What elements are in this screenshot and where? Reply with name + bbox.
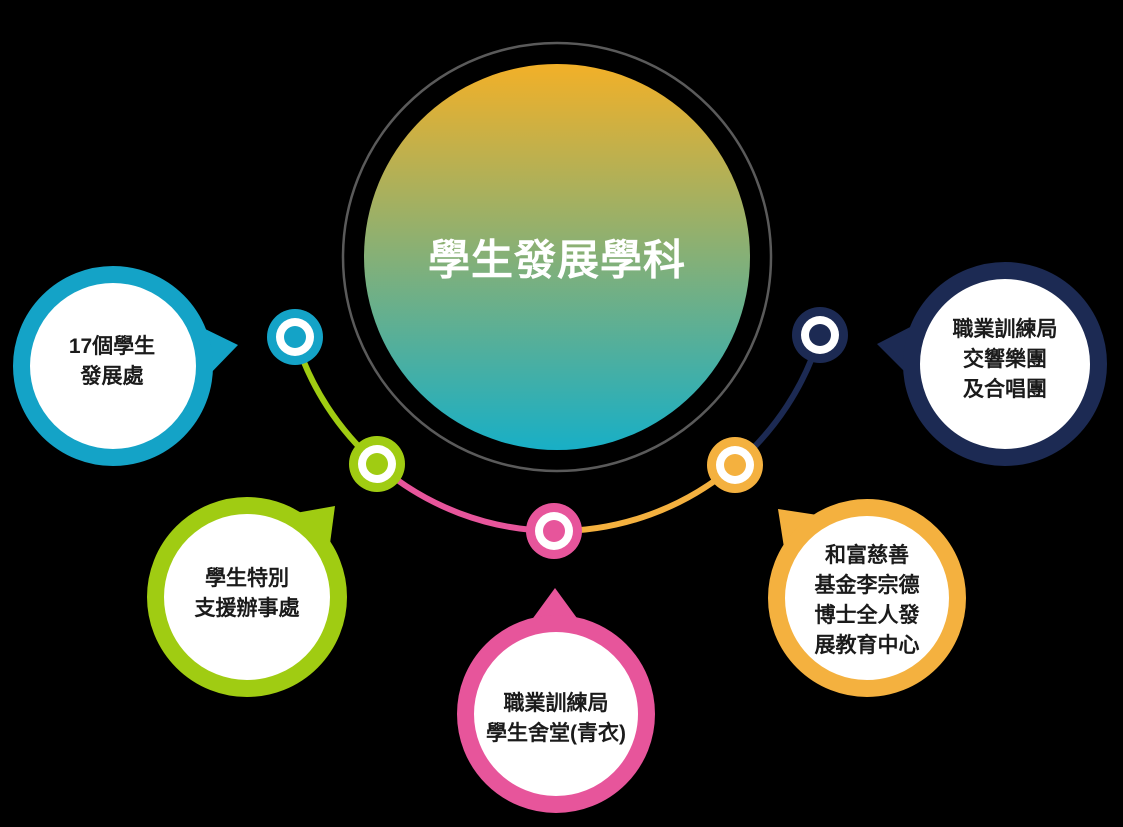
bubble-pointer-pink: [528, 588, 582, 625]
bubble-label-vtc-student-hostel-tsing-yi: 職業訓練局 學生舍堂(青衣): [486, 689, 626, 749]
bubble-label-student-development-offices: 17個學生 發展處: [69, 332, 155, 392]
bubble-label-line: 發展處: [80, 365, 144, 388]
arc-segment-green-to-pink: [375, 461, 555, 534]
arc-segment-pink-to-orange: [553, 462, 737, 535]
central-outline-ring: [341, 41, 773, 473]
bubble-label-wofoo-whole-person-development-centre: 和富慈善 基金李宗德 博士全人發 展教育中心: [815, 541, 920, 661]
node-center-dot: [724, 454, 746, 476]
central-circle: [364, 64, 750, 450]
connector-node-pink: [526, 503, 582, 559]
bubble-label-line: 支援辦事處: [194, 597, 300, 620]
bubble-label-line: 17個學生: [68, 335, 156, 358]
bubble-label-line: 職業訓練局: [952, 318, 1058, 341]
node-center-dot: [809, 324, 831, 346]
node-center-dot: [366, 453, 388, 475]
connector-node-cyan: [267, 309, 323, 365]
central-title: 學生發展學科: [427, 236, 687, 284]
bubble-label-line: 職業訓練局: [503, 692, 609, 715]
bubble-circle-student-development-offices: [13, 266, 213, 466]
bubble-label-line: 學生特別: [205, 567, 289, 590]
bubble-label-line: 博士全人發: [814, 604, 920, 627]
connector-node-orange: [707, 437, 763, 493]
bubble-circle-student-special-support-office: [147, 497, 347, 697]
bubble-label-line: 和富慈善: [825, 544, 909, 567]
bubble-circle-vtc-orchestra-and-choir: [903, 262, 1107, 466]
bubble-circle-wofoo-whole-person-development-centre: [768, 499, 966, 697]
bubble-label-vtc-orchestra-and-choir: 職業訓練局 交響樂團 及合唱團: [953, 315, 1058, 405]
bubble-label-line: 及合唱團: [963, 378, 1047, 401]
bubble-label-line: 交響樂團: [963, 348, 1047, 371]
connector-node-green: [349, 436, 405, 492]
bubble-label-line: 基金李宗德: [814, 574, 920, 597]
bubble-circle-vtc-student-hostel-tsing-yi: [457, 615, 655, 813]
connector-node-navy: [792, 307, 848, 363]
bubble-label-line: 學生舍堂(青衣): [486, 722, 626, 745]
bubble-label-line: 展教育中心: [814, 634, 920, 657]
bubble-label-student-special-support-office: 學生特別 支援辦事處: [195, 564, 300, 624]
node-center-dot: [543, 520, 565, 542]
node-center-dot: [284, 326, 306, 348]
